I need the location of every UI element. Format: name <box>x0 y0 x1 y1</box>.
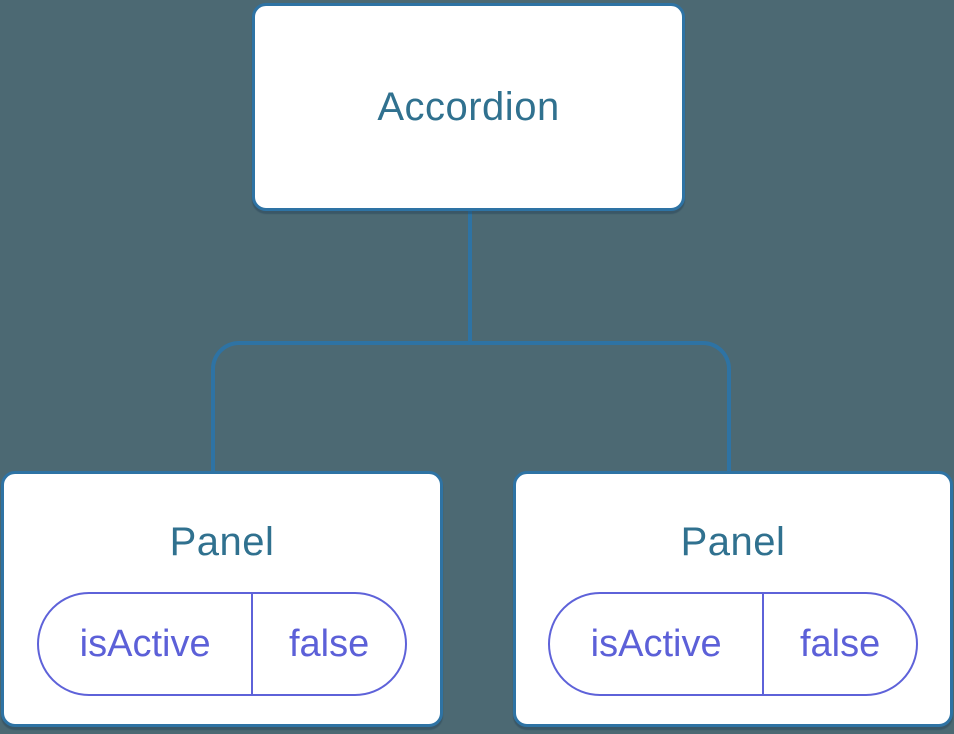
panel-node-left: Panel isActive false <box>1 471 443 727</box>
panel-node-title: Panel <box>169 520 275 564</box>
state-value: false <box>288 622 370 665</box>
state-pill: isActive false <box>548 592 918 696</box>
state-name: isActive <box>550 594 765 694</box>
accordion-node-label: Accordion <box>377 84 560 129</box>
connector-bracket <box>211 341 731 472</box>
panel-node-right: Panel isActive false <box>513 471 953 727</box>
connector-stem <box>468 210 472 343</box>
state-value: false <box>799 622 881 665</box>
state-pill: isActive false <box>37 592 407 696</box>
accordion-node: Accordion <box>252 3 685 211</box>
state-name: isActive <box>39 594 254 694</box>
panel-node-title: Panel <box>680 520 786 564</box>
